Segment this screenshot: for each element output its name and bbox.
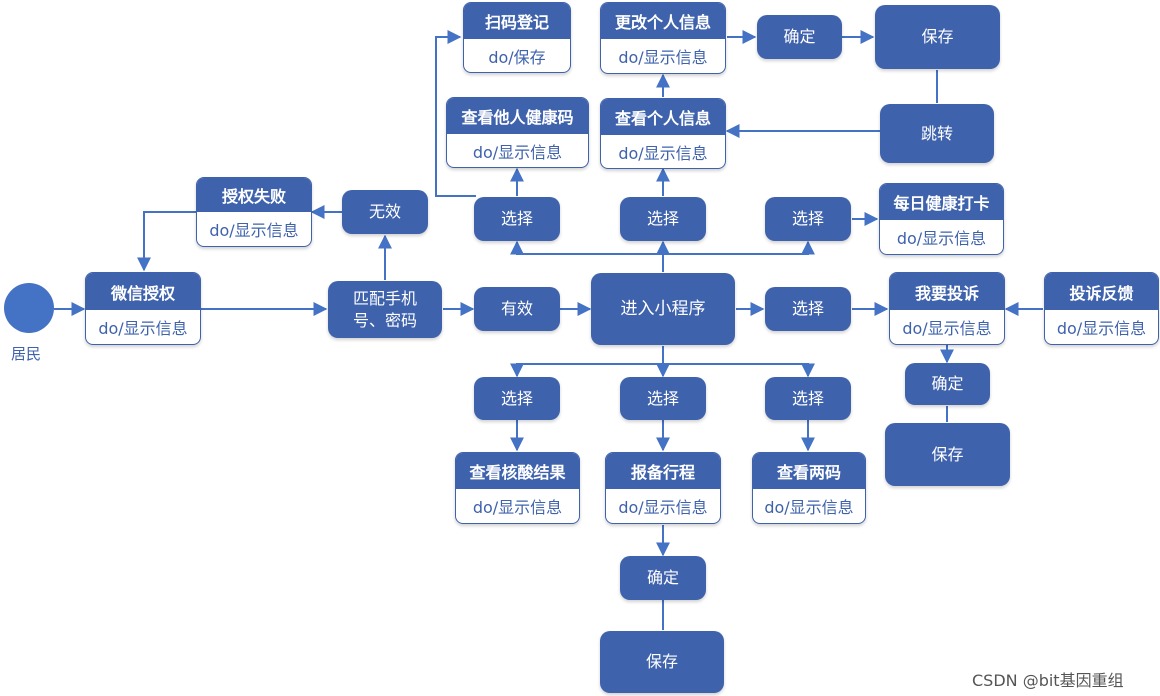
state-scan-register: 扫码登记 do/保存 [463, 2, 571, 73]
action-confirm-bottom: 确定 [620, 556, 706, 600]
action-select-a: 选择 [474, 197, 560, 241]
action-save-right: 保存 [885, 423, 1010, 486]
state-view-others-code: 查看他人健康码 do/显示信息 [446, 97, 589, 168]
state-title: 查看两码 [753, 453, 865, 489]
state-view-test-result: 查看核酸结果 do/显示信息 [455, 452, 580, 524]
action-match: 匹配手机号、密码 [328, 281, 442, 338]
state-action: do/显示信息 [472, 498, 563, 517]
state-daily-checkin: 每日健康打卡 do/显示信息 [879, 183, 1004, 255]
state-action: do/显示信息 [618, 48, 708, 67]
action-valid: 有效 [474, 287, 560, 331]
state-action: do/显示信息 [618, 143, 708, 163]
state-modify-info: 更改个人信息 do/显示信息 [600, 2, 726, 74]
action-save-top: 保存 [875, 5, 1000, 69]
watermark: CSDN @bit基因重组 [972, 671, 1124, 690]
state-title: 更改个人信息 [601, 3, 725, 39]
state-auth-fail: 授权失败 do/显示信息 [196, 177, 312, 247]
state-action: do/显示信息 [472, 142, 563, 162]
state-action: do/显示信息 [764, 498, 854, 517]
edge-enter-to-select-c [663, 240, 815, 255]
action-select-c: 选择 [765, 197, 851, 241]
action-select-e: 选择 [474, 377, 560, 420]
action-confirm-right: 确定 [905, 363, 990, 405]
state-action: do/显示信息 [1056, 319, 1147, 338]
state-complaint-feedback: 投诉反馈 do/显示信息 [1044, 272, 1159, 345]
state-title: 我要投诉 [890, 273, 1004, 310]
state-title: 扫码登记 [464, 3, 570, 39]
state-title: 查看个人信息 [601, 99, 725, 135]
edge-enter-to-select-g [663, 363, 815, 378]
state-complaint: 我要投诉 do/显示信息 [889, 272, 1005, 345]
action-select-f: 选择 [620, 377, 706, 420]
state-view-my-info: 查看个人信息 do/显示信息 [600, 98, 726, 169]
state-action: do/显示信息 [209, 221, 299, 240]
state-title: 授权失败 [197, 178, 311, 212]
edge-auth-fail-to-wechat-auth [137, 211, 196, 272]
start-label: 居民 [11, 345, 42, 363]
state-action: do/显示信息 [902, 319, 992, 338]
state-title: 查看核酸结果 [456, 453, 579, 489]
state-title: 每日健康打卡 [880, 184, 1003, 220]
state-action: do/显示信息 [896, 229, 987, 248]
state-title: 微信授权 [86, 273, 200, 310]
state-action: do/显示信息 [618, 498, 708, 517]
state-view-two-codes: 查看两码 do/显示信息 [752, 452, 866, 524]
state-title: 投诉反馈 [1045, 273, 1158, 310]
edge-enter-to-select-a [510, 240, 664, 272]
edge-enter-to-select-e [510, 346, 664, 378]
state-action: do/显示信息 [98, 319, 188, 338]
action-select-d: 选择 [765, 287, 851, 331]
action-save-bottom: 保存 [600, 631, 724, 693]
action-select-b: 选择 [620, 197, 706, 241]
state-title: 查看他人健康码 [447, 98, 588, 134]
state-action: do/保存 [488, 47, 546, 67]
state-report-trip: 报备行程 do/显示信息 [605, 452, 721, 524]
state-wechat-auth: 微信授权 do/显示信息 [85, 272, 201, 345]
action-enter-app: 进入小程序 [591, 273, 735, 345]
action-select-g: 选择 [765, 377, 851, 420]
state-title: 报备行程 [606, 453, 720, 489]
start-node [4, 283, 54, 333]
edge-select-a-to-scan [435, 30, 476, 197]
action-invalid: 无效 [342, 190, 428, 234]
action-confirm-top: 确定 [757, 15, 842, 59]
action-jump: 跳转 [880, 104, 994, 163]
